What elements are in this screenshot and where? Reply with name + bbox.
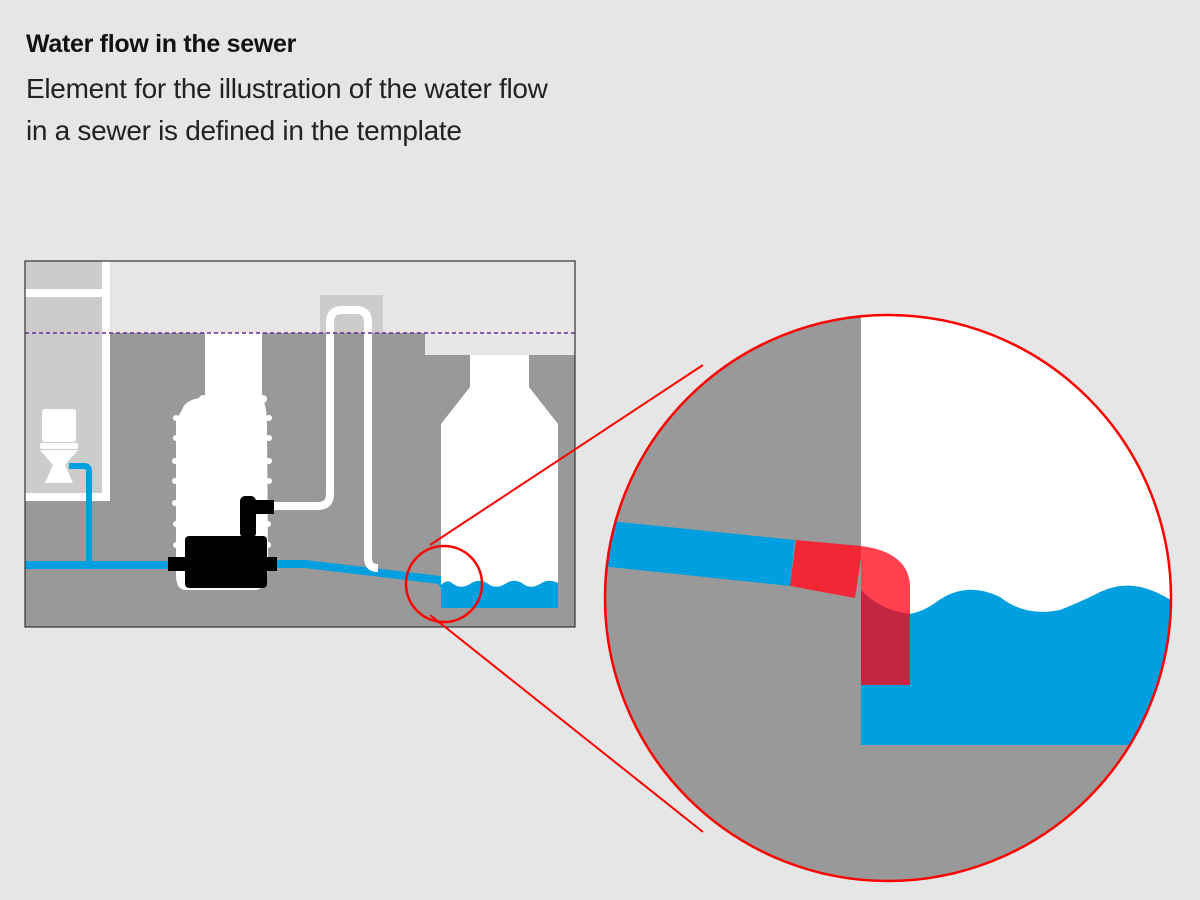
page-title: Water flow in the sewer xyxy=(26,30,297,58)
toilet-drain-pipe xyxy=(69,463,92,565)
pump-icon xyxy=(168,496,277,588)
page-subtitle: Element for the illustration of the wate… xyxy=(26,68,686,152)
pressure-pipe xyxy=(274,306,379,572)
sewer-water xyxy=(441,580,558,608)
zoomed-drain-pipe xyxy=(605,520,795,586)
magnifier-ring-small[interactable] xyxy=(404,544,484,624)
magnifier-line-bottom xyxy=(429,614,704,833)
house xyxy=(25,261,110,501)
subtitle-line-1: Element for the illustration of the wate… xyxy=(26,73,548,104)
zoomed-detail xyxy=(605,315,1171,881)
zoomed-water xyxy=(861,585,1171,745)
toilet-icon xyxy=(40,409,78,483)
magnifier-line-top xyxy=(429,364,704,546)
sewer-manhole xyxy=(441,355,558,608)
upper-room xyxy=(25,261,102,289)
overview-frame xyxy=(24,260,576,628)
magnifier-ring-large xyxy=(603,313,1173,883)
zoomed-pipe-outlet xyxy=(861,590,910,685)
overview-diagram xyxy=(25,261,575,627)
subtitle-line-2: in a sewer is defined in the template xyxy=(26,115,462,146)
manhole-cover-slab xyxy=(425,333,575,355)
zoomed-pipe-highlight xyxy=(790,540,861,598)
